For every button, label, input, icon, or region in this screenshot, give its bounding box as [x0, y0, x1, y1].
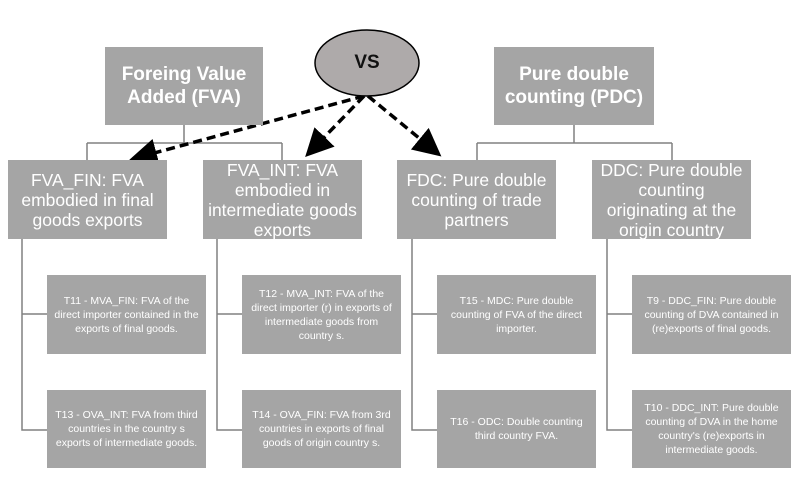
- fva-node: Foreing Value Added (FVA): [105, 47, 263, 125]
- fva-fin-node: FVA_FIN: FVA embodied in final goods exp…: [8, 160, 167, 239]
- connector-fva: [86, 125, 283, 160]
- leaf-t16: T16 - ODC: Double counting third country…: [437, 390, 596, 468]
- arrow-to-fva-int: [305, 94, 366, 158]
- connector-pdc: [476, 125, 673, 160]
- fva-int-node: FVA_INT: FVA embodied in intermediate go…: [203, 160, 362, 240]
- vs-ellipse: [314, 29, 420, 97]
- vs-node-label: VS: [354, 52, 380, 73]
- arrow-to-fva-fin: [129, 94, 365, 166]
- connector-fva-fin: [21, 239, 47, 431]
- connector-fva-int: [216, 239, 242, 431]
- leaf-t10: T10 - DDC_INT: Pure double counting of D…: [632, 390, 791, 468]
- connector-ddc: [606, 239, 632, 431]
- ddc-node: DDC: Pure double counting originating at…: [592, 160, 751, 240]
- connector-fdc: [411, 239, 437, 431]
- leaf-t14: T14 - OVA_FIN: FVA from 3rd countries in…: [242, 390, 401, 468]
- leaf-t13: T13 - OVA_INT: FVA from third countries …: [47, 390, 206, 468]
- leaf-t15: T15 - MDC: Pure double counting of FVA o…: [437, 275, 596, 354]
- leaf-t11: T11 - MVA_FIN: FVA of the direct importe…: [47, 275, 206, 354]
- leaf-t9: T9 - DDC_FIN: Pure double counting of DV…: [632, 275, 791, 354]
- leaf-t12: T12 - MVA_INT: FVA of the direct importe…: [242, 275, 401, 354]
- pdc-node: Pure double counting (PDC): [494, 47, 654, 125]
- arrow-to-fdc: [366, 94, 442, 157]
- fdc-node: FDC: Pure double counting of trade partn…: [397, 160, 556, 239]
